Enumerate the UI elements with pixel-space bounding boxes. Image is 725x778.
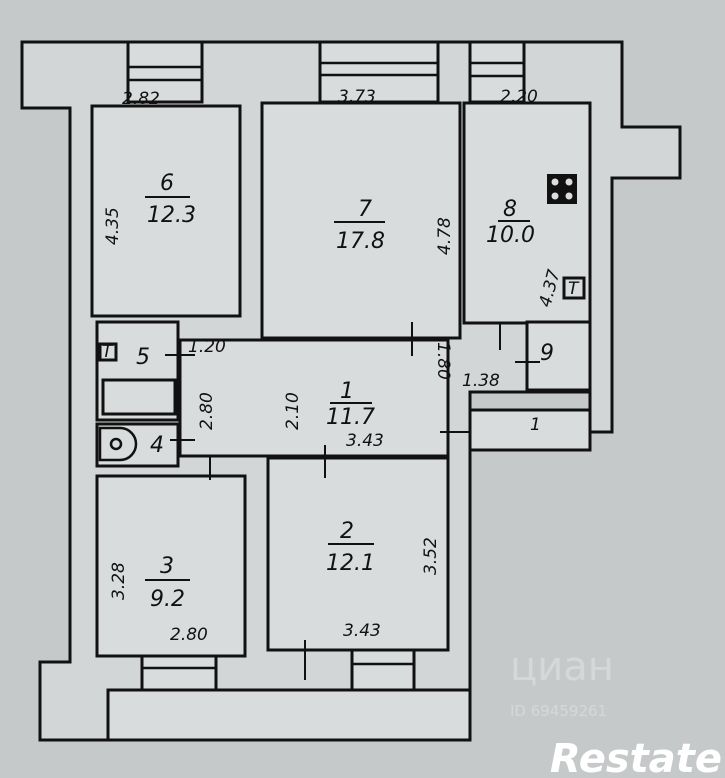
room-9 <box>525 320 592 392</box>
room-2-area: 12.1 <box>326 551 375 576</box>
room-7-number: 7 <box>358 197 372 222</box>
room-4-length: 2.80 <box>197 392 217 430</box>
restate-logo: Restate <box>550 736 722 778</box>
room-1-area: 11.7 <box>326 405 375 430</box>
room-7-area: 17.8 <box>336 229 385 254</box>
window <box>140 654 218 692</box>
room-3 <box>95 474 247 658</box>
corridor-width: 1.80 <box>433 342 453 380</box>
room-1 <box>178 338 450 458</box>
room-8-number: 8 <box>503 197 517 222</box>
room-6-area: 12.3 <box>147 203 196 228</box>
dimension-ticks <box>165 322 540 680</box>
window <box>468 40 526 104</box>
room-6-width: 2.82 <box>122 89 160 109</box>
balcony <box>106 688 472 742</box>
bathtub-icon <box>101 378 177 416</box>
window <box>350 648 416 692</box>
riser-icon <box>562 276 586 300</box>
toilet-icon <box>98 426 138 462</box>
room-9-number: 9 <box>540 341 554 366</box>
room-7 <box>260 101 462 340</box>
window <box>126 40 204 104</box>
room-7-length: 4.78 <box>435 217 455 255</box>
stair-number: 1 <box>530 415 541 435</box>
riser-label: T <box>102 342 114 362</box>
room-2-number: 2 <box>340 519 354 544</box>
room-2-length: 3.52 <box>421 537 441 575</box>
stove-icon <box>547 174 577 204</box>
corridor-length: 1.38 <box>462 371 500 391</box>
room-8-area: 10.0 <box>486 223 535 248</box>
room-4-number: 4 <box>150 433 164 458</box>
room-3-length: 3.28 <box>109 562 129 600</box>
room-6 <box>90 104 242 318</box>
room-1-width: 3.43 <box>346 431 384 451</box>
room-3-number: 3 <box>160 554 174 579</box>
room-3-width: 2.80 <box>170 625 208 645</box>
room-2-width: 3.43 <box>343 621 381 641</box>
room-3-area: 9.2 <box>150 587 185 612</box>
watermark-brand: циан <box>510 644 614 690</box>
watermark-id: ID 69459261 <box>510 702 607 720</box>
room-1-number: 1 <box>340 379 354 404</box>
room-1-length: 2.10 <box>283 392 303 430</box>
room-6-length: 4.35 <box>103 207 123 245</box>
room-5-width: 1.20 <box>188 337 226 357</box>
room-2 <box>266 456 450 652</box>
riser-label: T <box>568 279 580 299</box>
riser-icon <box>98 342 118 362</box>
room-8-width: 2.20 <box>500 87 538 107</box>
stair-area <box>468 408 592 452</box>
room-7-width: 3.73 <box>338 87 376 107</box>
room-6-number: 6 <box>160 171 174 196</box>
room-5-number: 5 <box>136 345 150 370</box>
